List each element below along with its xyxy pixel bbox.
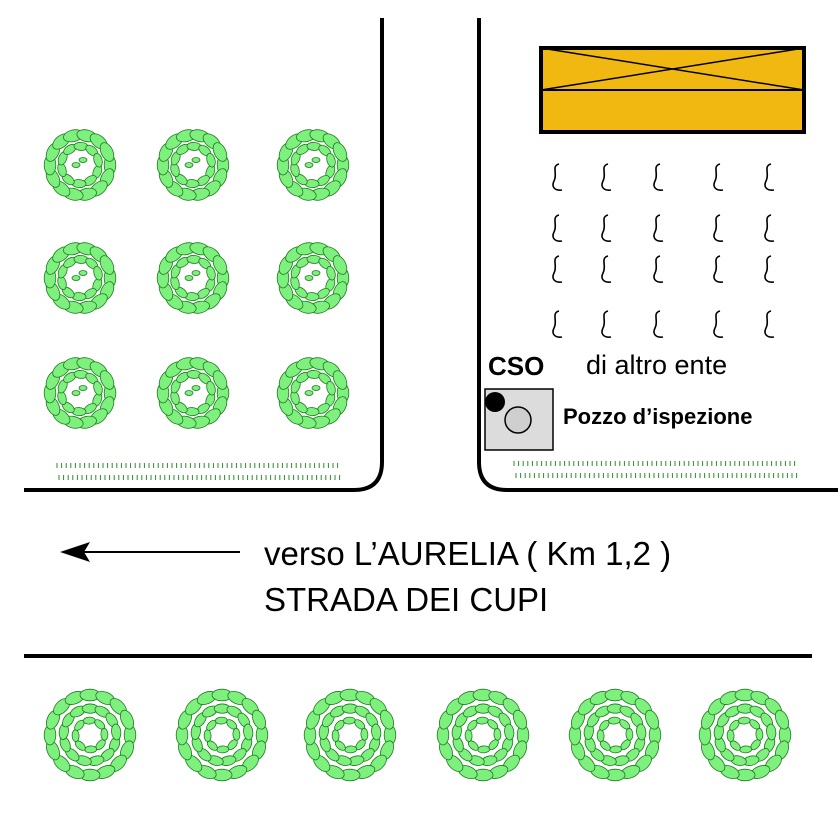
vine-plant-icon: [653, 310, 664, 338]
grass-border-icon: [513, 461, 798, 478]
tree-icon: [156, 129, 230, 201]
vineyard-layer: [552, 163, 775, 338]
tree-icon: [698, 688, 792, 782]
vine-plant-icon: [764, 310, 775, 338]
cso-note-label: di altro ente: [586, 350, 728, 380]
vine-plant-icon: [653, 255, 664, 283]
tree-icon: [175, 688, 269, 782]
vine-plant-icon: [601, 310, 612, 338]
vine-plant-icon: [552, 310, 563, 338]
vine-plant-icon: [713, 163, 724, 191]
road-name-label: STRADA DEI CUPI: [264, 581, 549, 618]
building-icon: [539, 46, 806, 134]
vine-plant-icon: [713, 214, 724, 242]
tree-icon: [436, 688, 530, 782]
tree-icon: [43, 688, 137, 782]
grass-border-icon: [56, 463, 341, 480]
vine-plant-icon: [601, 255, 612, 283]
grass-layer: [56, 461, 798, 480]
vine-plant-icon: [713, 255, 724, 283]
vine-plant-icon: [601, 163, 612, 191]
tree-icon: [43, 129, 117, 201]
vine-plant-icon: [601, 214, 612, 242]
cso-label: CSO: [488, 351, 545, 381]
trees-layer: [43, 129, 792, 782]
road-direction-label: verso L’AURELIA ( Km 1,2 ): [264, 535, 672, 572]
vine-plant-icon: [713, 310, 724, 338]
vine-plant-icon: [552, 255, 563, 283]
tree-icon: [276, 242, 350, 314]
arrow-left-icon: [60, 542, 240, 562]
vine-plant-icon: [764, 163, 775, 191]
tree-icon: [276, 129, 350, 201]
cso-point-icon[interactable]: [485, 392, 505, 412]
vine-plant-icon: [653, 214, 664, 242]
tree-icon: [156, 357, 230, 429]
manhole-label: Pozzo d’ispezione: [563, 404, 753, 429]
tree-icon: [303, 688, 397, 782]
right-lot-boundary: [477, 18, 838, 492]
tree-icon: [568, 688, 662, 782]
vine-plant-icon: [764, 214, 775, 242]
vine-plant-icon: [764, 255, 775, 283]
tree-icon: [43, 357, 117, 429]
vine-plant-icon: [552, 163, 563, 191]
vine-plant-icon: [653, 163, 664, 191]
left-lot-boundary: [24, 18, 384, 492]
tree-icon: [156, 242, 230, 314]
vine-plant-icon: [552, 214, 563, 242]
tree-icon: [276, 357, 350, 429]
tree-icon: [43, 242, 117, 314]
